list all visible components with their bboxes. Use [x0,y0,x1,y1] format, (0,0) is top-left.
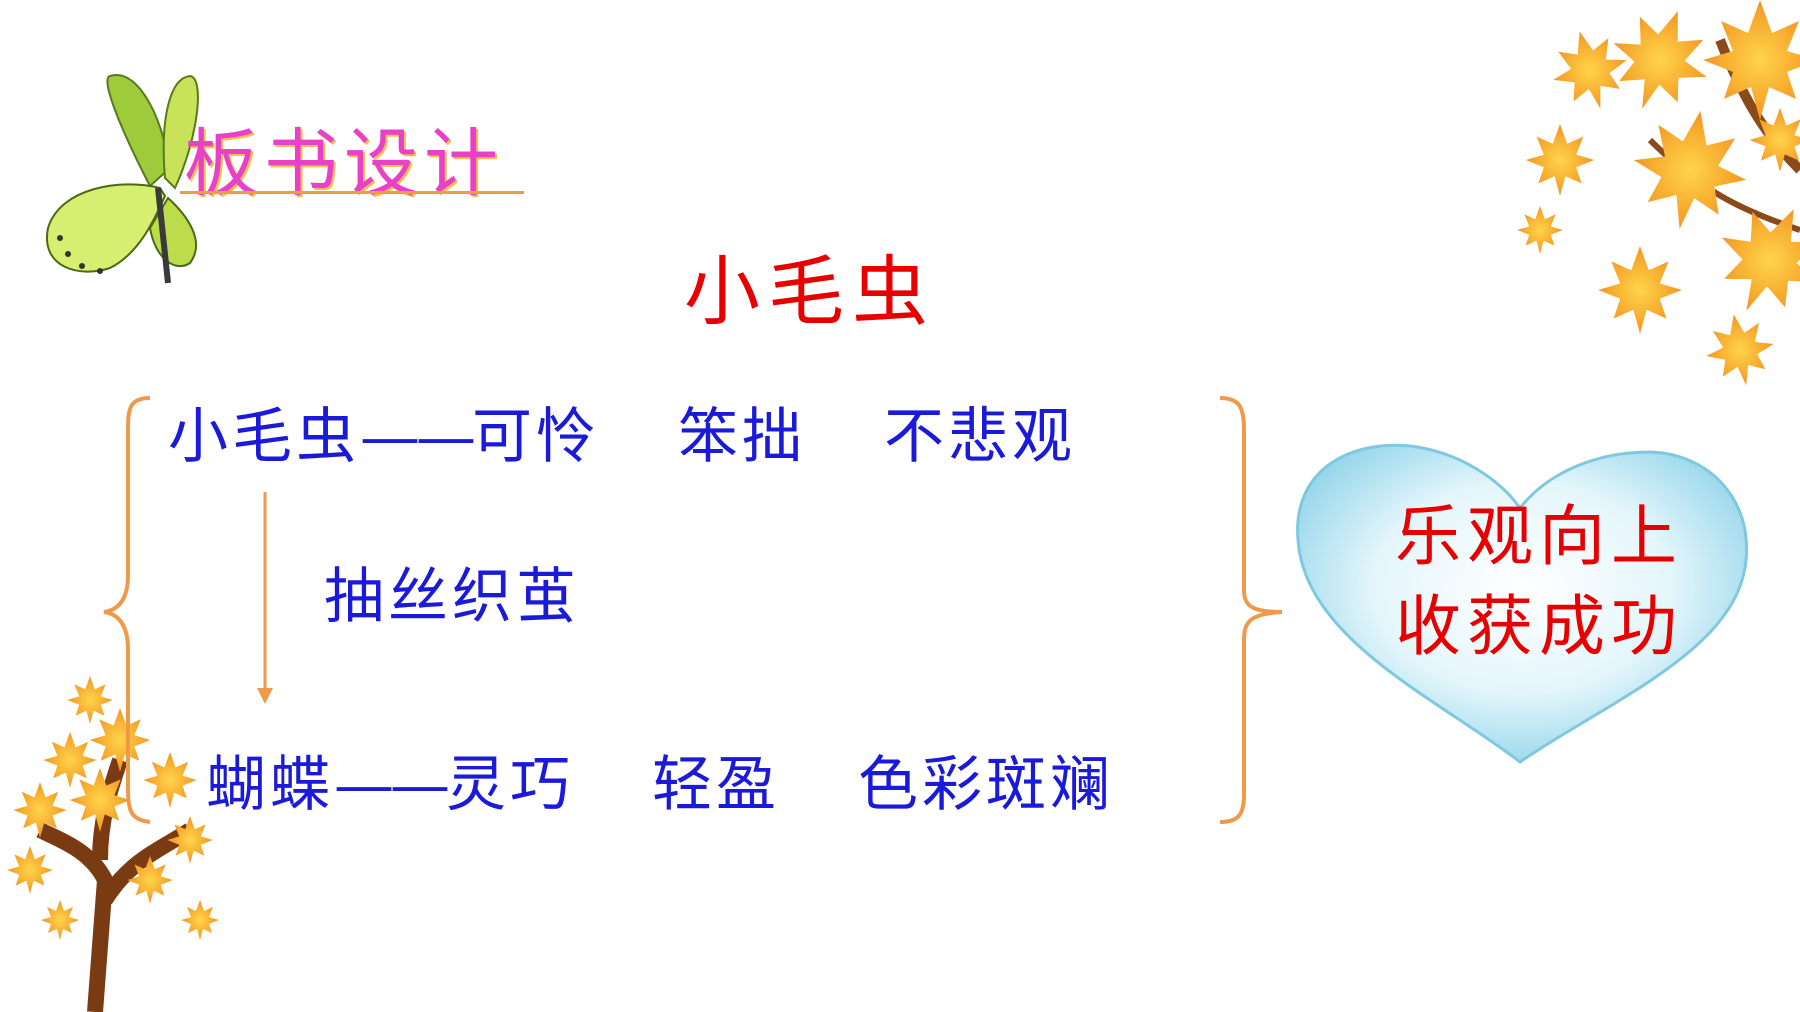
row-trait: 笨拙 [678,402,806,472]
slide-heading: 板书设计 [184,121,504,207]
maple-leaves-icon [1517,0,1800,392]
autumn-tree-icon [7,676,219,1012]
row-dash: —— [360,402,476,472]
butterfly-icon [45,73,199,284]
lesson-title: 小毛虫 [684,247,936,336]
conclusion-line: 乐观向上 [1395,498,1683,575]
left-brace [103,396,151,824]
right-brace [1219,396,1283,824]
row-trait: 轻盈 [652,750,780,820]
conclusion-text: 乐观向上 收获成功 [1374,492,1704,672]
arrow-down-icon [257,492,273,704]
row-dash: —— [334,750,450,820]
row-trait: 不悲观 [884,402,1076,472]
heading-underline [180,191,524,194]
row-trait: 可怜 [472,402,600,472]
row-subject: 小毛虫 [168,402,360,472]
caterpillar-row: 小毛虫——可怜 笨拙 不悲观 [168,388,1076,475]
process-label: 抽丝织茧 [324,562,580,632]
heart-shape [1296,443,1749,764]
row-trait: 色彩斑斓 [858,750,1114,820]
row-subject: 蝴蝶 [206,750,334,820]
butterfly-row: 蝴蝶——灵巧 轻盈 色彩斑斓 [206,736,1114,823]
conclusion-line: 收获成功 [1395,588,1683,665]
row-trait: 灵巧 [446,750,574,820]
